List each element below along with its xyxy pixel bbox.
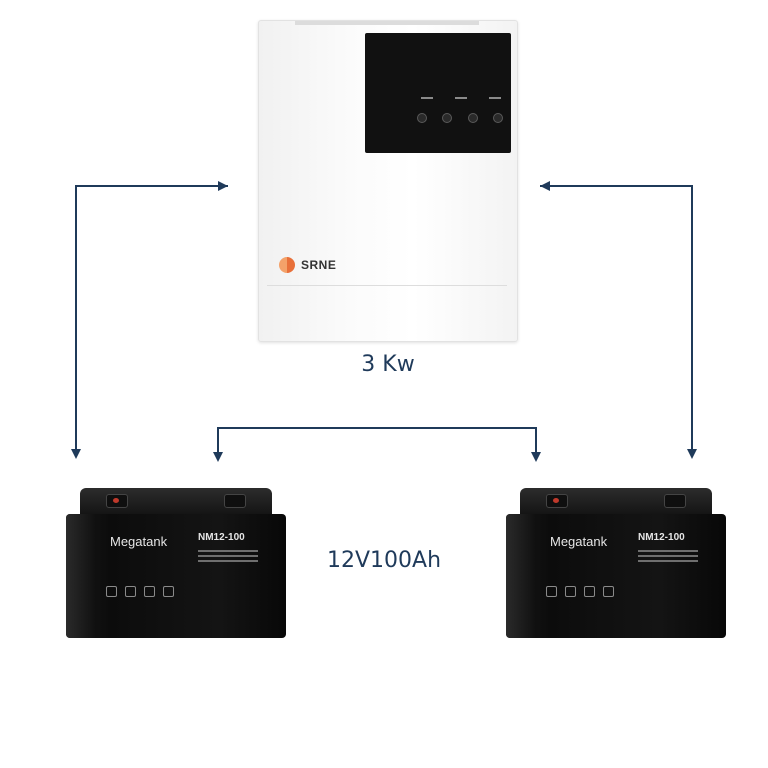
battery-brand: Megatank [110, 534, 168, 549]
indicator-label-line [455, 97, 467, 99]
battery-terminal-negative [224, 494, 246, 508]
fine-print-line [198, 550, 258, 552]
inverter-display-panel [365, 33, 511, 153]
battery-terminal-positive [106, 494, 128, 508]
connector-left [71, 185, 228, 459]
battery-capacity-label: 12V100Ah [326, 548, 442, 573]
certification-icon [125, 586, 136, 597]
battery-side [66, 514, 96, 638]
certification-icon [584, 586, 595, 597]
panel-button [492, 113, 503, 123]
battery-side [506, 514, 536, 638]
terminal-marker [113, 498, 119, 503]
panel-button [467, 113, 478, 123]
indicator-labels [421, 97, 501, 103]
connector-middle [217, 427, 537, 456]
srne-logo-icon [279, 257, 295, 273]
certification-icon [546, 586, 557, 597]
battery-certification-symbols [546, 586, 696, 597]
battery-terminal-positive [546, 494, 568, 508]
battery-fine-print [638, 550, 698, 565]
terminal-marker [553, 498, 559, 503]
indicator-label-line [489, 97, 501, 99]
arrow-head-icon [213, 452, 223, 462]
connector-right [540, 185, 697, 459]
battery-right: Megatank NM12-100 [506, 488, 726, 638]
battery-terminal-negative [664, 494, 686, 508]
arrow-head-icon [540, 181, 550, 191]
fine-print-line [638, 555, 698, 557]
certification-icon [163, 586, 174, 597]
panel-button [417, 113, 427, 123]
fine-print-line [198, 555, 258, 557]
battery-fine-print [198, 550, 258, 565]
fine-print-line [638, 560, 698, 562]
battery-body [506, 514, 726, 638]
battery-model: NM12-100 [198, 532, 245, 543]
battery-top [520, 488, 712, 518]
arrow-head-icon [531, 452, 541, 462]
arrow-head-icon [218, 181, 228, 191]
fine-print-line [638, 550, 698, 552]
inverter-unit: SRNE [258, 20, 518, 342]
inverter-seam [267, 285, 507, 286]
panel-buttons [417, 113, 503, 125]
certification-icon [603, 586, 614, 597]
fine-print-line [198, 560, 258, 562]
battery-brand: Megatank [550, 534, 608, 549]
inverter-brand: SRNE [279, 257, 336, 273]
battery-left: Megatank NM12-100 [66, 488, 286, 638]
panel-button [442, 113, 453, 123]
inverter-brand-text: SRNE [301, 258, 337, 272]
certification-icon [565, 586, 576, 597]
certification-icon [144, 586, 155, 597]
battery-certification-symbols [106, 586, 256, 597]
indicator-label-line [421, 97, 433, 99]
battery-body [66, 514, 286, 638]
battery-top [80, 488, 272, 518]
inverter-top-edge [295, 21, 479, 25]
battery-model: NM12-100 [638, 532, 685, 543]
certification-icon [106, 586, 117, 597]
inverter-power-label: 3 Kw [361, 352, 415, 377]
